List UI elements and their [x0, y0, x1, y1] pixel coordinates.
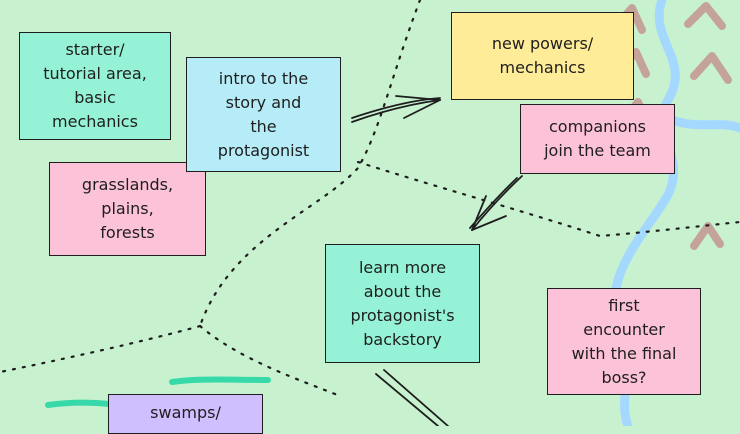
note-companions-text: companions join the team: [544, 117, 651, 160]
note-new-powers: new powers/ mechanics: [451, 12, 634, 100]
note-companions: companions join the team: [520, 104, 675, 174]
note-final-boss: first encounter with the final boss?: [547, 288, 701, 395]
note-starter-text: starter/ tutorial area, basic mechanics: [43, 40, 147, 131]
arrow-icon: [375, 369, 449, 426]
note-swamps: swamps/: [108, 394, 263, 434]
arrow-icon: [469, 175, 523, 231]
note-swamps-text: swamps/: [150, 403, 221, 422]
note-intro: intro to the story and the protagonist: [186, 57, 341, 172]
note-backstory: learn more about the protagonist's backs…: [325, 244, 480, 363]
note-grasslands-text: grasslands, plains, forests: [81, 175, 174, 242]
note-new-powers-text: new powers/ mechanics: [491, 34, 594, 77]
note-backstory-text: learn more about the protagonist's backs…: [350, 257, 455, 349]
note-starter: starter/ tutorial area, basic mechanics: [19, 32, 171, 140]
note-intro-text: intro to the story and the protagonist: [217, 68, 310, 160]
swamp-mark: [45, 376, 271, 408]
region-border: [0, 0, 740, 398]
note-grasslands: grasslands, plains, forests: [49, 162, 206, 256]
note-final-boss-text: first encounter with the final boss?: [571, 295, 677, 387]
arrow-icon: [351, 95, 441, 123]
river-branch-icon: [667, 115, 740, 133]
